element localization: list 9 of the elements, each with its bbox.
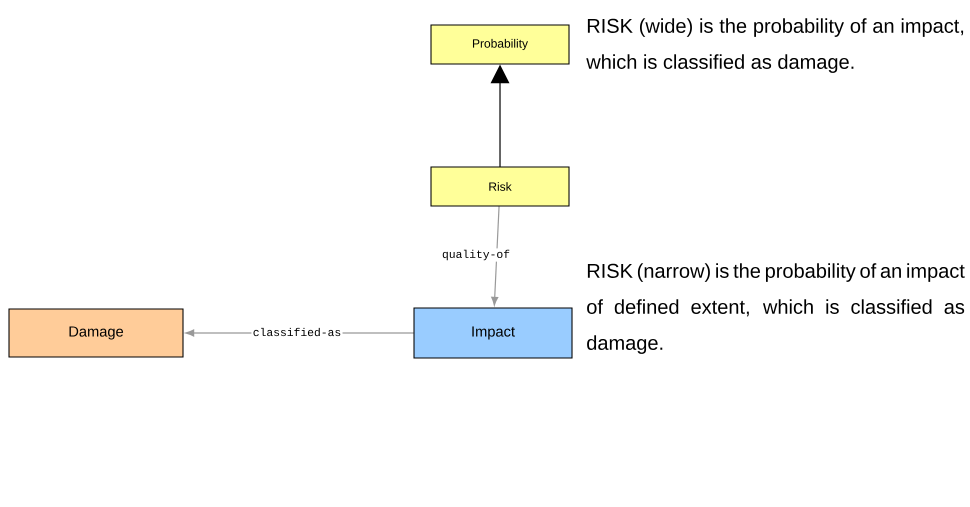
description-text: RISK (wide) is the probability of an impact, which is classified as damage. <box>586 18 964 73</box>
class-box: Damage <box>8 308 184 358</box>
edge-label: quality-of <box>440 248 512 262</box>
arrow <box>491 206 500 306</box>
class-box: Impact <box>413 307 573 359</box>
class-box: Probability <box>430 24 570 65</box>
description-text: RISK (narrow) is the probability of an impact of defined extent, which is classified as damage. <box>587 263 965 354</box>
edge-label: classified-as <box>251 326 343 338</box>
class-box: Risk <box>430 166 570 207</box>
